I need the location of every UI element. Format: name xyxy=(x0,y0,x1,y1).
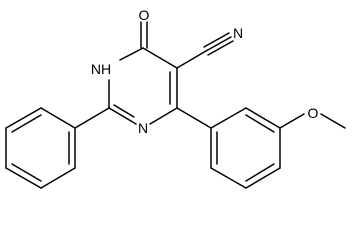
bond-triple-lower xyxy=(207,40,234,56)
bond-c2-phenyl xyxy=(74,107,110,129)
carbonyl-group xyxy=(140,21,148,49)
methoxy-oxygen-label: O xyxy=(308,105,319,121)
bond-c4-c5 xyxy=(142,47,178,69)
phenyl-inner-2 xyxy=(11,163,42,182)
bond-c5-cn xyxy=(176,50,207,69)
phenyl-ring xyxy=(5,107,110,189)
bond-n1-c2 xyxy=(108,107,137,125)
bond-n3-c4 xyxy=(119,47,144,61)
methoxyphenyl-ring xyxy=(176,107,281,189)
bond-n1-c2-double xyxy=(113,104,135,118)
pyrimidinone-ring xyxy=(108,47,178,125)
bond-triple-center xyxy=(205,36,232,52)
bond-aryl-o xyxy=(279,113,305,129)
bond-triple-upper xyxy=(203,32,230,48)
phenyl-bond-1 xyxy=(40,107,76,129)
aryl-bond-2 xyxy=(245,107,281,129)
phenyl-inner-1 xyxy=(11,114,42,133)
aryl-inner-2 xyxy=(245,163,275,182)
aryl-inner-1 xyxy=(245,114,275,133)
bond-c6-aryl xyxy=(176,107,212,129)
structure-diagram: O N NH N O xyxy=(5,7,346,189)
carbonyl-oxygen-label: O xyxy=(139,7,150,23)
aryl-bond-5 xyxy=(210,167,247,189)
nh-label: NH xyxy=(91,61,111,77)
phenyl-bond-4 xyxy=(5,167,42,189)
nitrile-group xyxy=(176,32,234,69)
aryl-bond-1 xyxy=(210,107,247,129)
methoxy-group xyxy=(279,113,346,129)
phenyl-bond-5 xyxy=(40,167,76,189)
bond-c6-n1 xyxy=(149,107,178,125)
aryl-bond-4 xyxy=(245,167,281,189)
nitrile-nitrogen-label: N xyxy=(233,25,243,41)
ring-nitrogen-label: N xyxy=(138,120,148,136)
bond-o-ch3 xyxy=(320,113,346,129)
phenyl-bond-2 xyxy=(5,107,42,129)
